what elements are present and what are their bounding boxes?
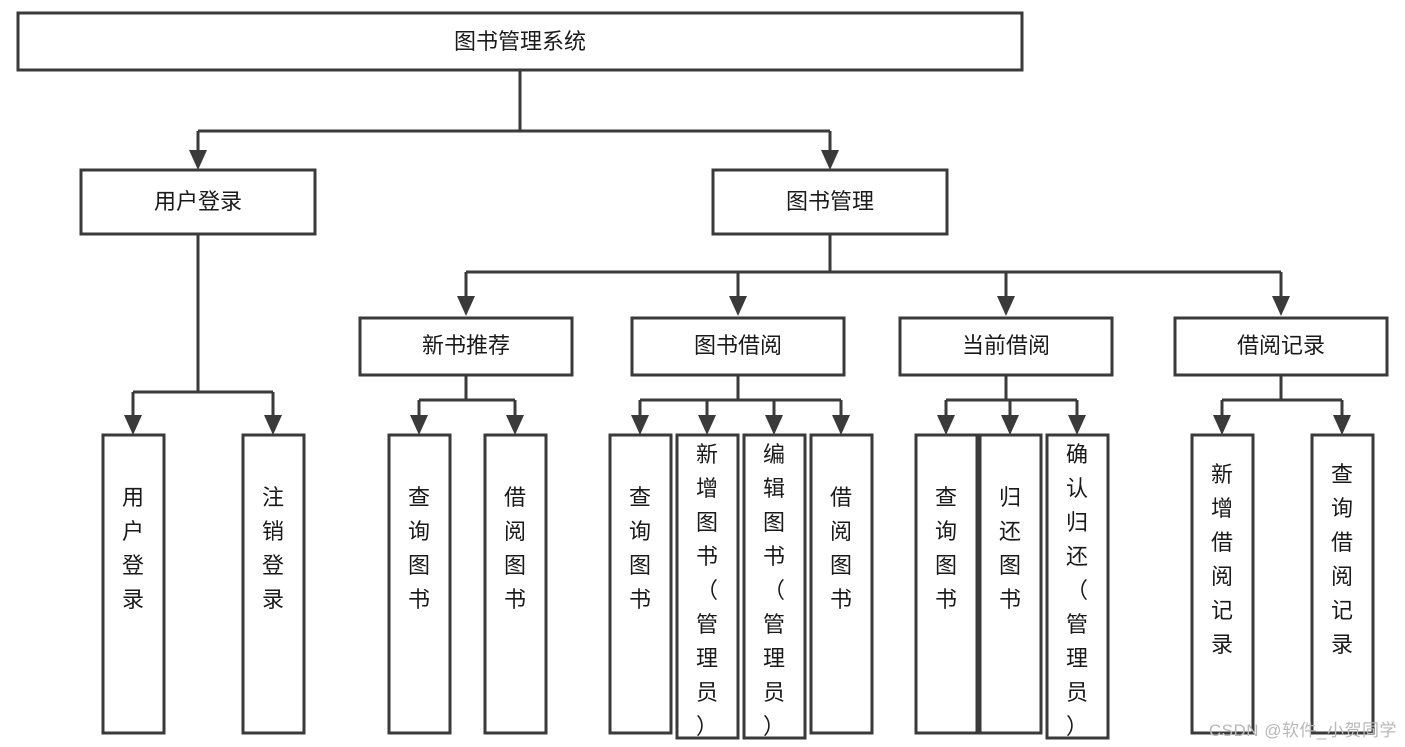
leaf-borrow-edit-box[interactable] [742, 433, 807, 740]
leaf-node[interactable]: 用户登录 [101, 433, 166, 735]
leaf-user-login-label: 用户登录 [122, 485, 144, 612]
node-book-management[interactable]: 图书管理 [711, 168, 949, 236]
node-current-borrow[interactable]: 当前借阅 [898, 316, 1114, 377]
leaf-current-query-box[interactable] [914, 433, 979, 735]
node-book-borrow-label: 图书借阅 [694, 333, 782, 358]
arrow-bookmgmt-to-record [1272, 296, 1290, 316]
arrow-borrow-leaf-2 [698, 415, 716, 435]
leaf-newbook-borrow-box[interactable] [483, 433, 548, 735]
leaf-borrow-edit-label: 编辑图书（管理员） [763, 442, 785, 739]
node-new-book-recommend-box[interactable] [358, 316, 574, 377]
leaf-borrow-lend-box[interactable] [809, 433, 874, 735]
node-book-management-label: 图书管理 [786, 189, 874, 214]
leaf-node[interactable]: 归还图书 [978, 433, 1043, 735]
arrow-login-leaf-1 [124, 415, 142, 435]
leaf-node[interactable]: 新增图书（管理员） [675, 433, 740, 740]
leaf-newbook-borrow-label: 借阅图书 [504, 485, 526, 612]
leaf-node[interactable]: 借阅图书 [809, 433, 874, 735]
arrow-borrow-leaf-4 [832, 415, 850, 435]
arrow-newbook-leaf-1 [410, 415, 428, 435]
leaf-newbook-query-label: 查询图书 [408, 485, 430, 612]
arrow-current-leaf-1 [937, 415, 955, 435]
leaf-node[interactable]: 确认归还（管理员） [1045, 433, 1110, 740]
leaf-node[interactable]: 编辑图书（管理员） [742, 433, 807, 740]
leaf-node[interactable]: 注销登录 [241, 433, 306, 735]
arrow-current-leaf-3 [1068, 415, 1086, 435]
leaf-record-add-label: 新增借阅记录 [1211, 462, 1233, 657]
leaf-current-confirm-box[interactable] [1045, 433, 1110, 740]
arrow-newbook-leaf-2 [506, 415, 524, 435]
leaf-record-add-box[interactable] [1190, 433, 1255, 735]
arrow-login-leaf-2 [264, 415, 282, 435]
leaf-node[interactable]: 查询借阅记录 [1310, 433, 1375, 735]
leaf-current-return-label: 归还图书 [999, 485, 1021, 612]
node-user-login-label: 用户登录 [154, 189, 242, 214]
node-user-login-box[interactable] [79, 168, 317, 236]
node-root-box[interactable] [16, 11, 1024, 72]
arrow-borrow-leaf-3 [765, 415, 783, 435]
node-new-book-recommend-label: 新书推荐 [422, 333, 510, 358]
arrow-root-to-login [189, 150, 207, 170]
node-user-login[interactable]: 用户登录 [79, 168, 317, 236]
leaf-borrow-add-box[interactable] [675, 433, 740, 740]
arrow-borrow-leaf-1 [631, 415, 649, 435]
leaf-newbook-query-box[interactable] [387, 433, 452, 735]
leaf-current-confirm-label: 确认归还（管理员） [1066, 442, 1088, 739]
node-root-label: 图书管理系统 [454, 29, 586, 54]
leaf-logout-box[interactable] [241, 433, 306, 735]
arrow-root-to-bookmgmt [821, 150, 839, 170]
node-root[interactable]: 图书管理系统 [16, 11, 1024, 72]
leaf-user-login-box[interactable] [101, 433, 166, 735]
node-borrow-record-label: 借阅记录 [1237, 333, 1325, 358]
node-book-borrow[interactable]: 图书借阅 [630, 316, 846, 377]
leaf-node[interactable]: 查询图书 [608, 433, 673, 735]
node-book-management-box[interactable] [711, 168, 949, 236]
node-book-borrow-box[interactable] [630, 316, 846, 377]
leaf-node[interactable]: 新增借阅记录 [1190, 433, 1255, 735]
node-new-book-recommend[interactable]: 新书推荐 [358, 316, 574, 377]
leaf-current-query-label: 查询图书 [935, 485, 957, 612]
node-current-borrow-label: 当前借阅 [962, 333, 1050, 358]
leaf-current-return-box[interactable] [978, 433, 1043, 735]
node-borrow-record-box[interactable] [1173, 316, 1389, 377]
arrow-record-leaf-2 [1333, 415, 1351, 435]
leaf-borrow-lend-label: 借阅图书 [830, 485, 852, 612]
arrow-current-leaf-2 [1001, 415, 1019, 435]
leaf-borrow-query-box[interactable] [608, 433, 673, 735]
node-borrow-record[interactable]: 借阅记录 [1173, 316, 1389, 377]
connector-group [124, 70, 1351, 435]
arrow-bookmgmt-to-borrow [729, 296, 747, 316]
leaf-logout-label: 注销登录 [262, 485, 284, 612]
arrow-bookmgmt-to-newbook [457, 296, 475, 316]
leaf-record-query-label: 查询借阅记录 [1331, 462, 1353, 657]
leaf-node[interactable]: 借阅图书 [483, 433, 548, 735]
leaf-borrow-query-label: 查询图书 [629, 485, 651, 612]
arrow-record-leaf-1 [1213, 415, 1231, 435]
leaf-record-query-box[interactable] [1310, 433, 1375, 735]
node-current-borrow-box[interactable] [898, 316, 1114, 377]
leaf-node[interactable]: 查询图书 [387, 433, 452, 735]
leaf-borrow-add-label: 新增图书（管理员） [696, 442, 718, 739]
arrow-bookmgmt-to-current [997, 296, 1015, 316]
leaf-node[interactable]: 查询图书 [914, 433, 979, 735]
